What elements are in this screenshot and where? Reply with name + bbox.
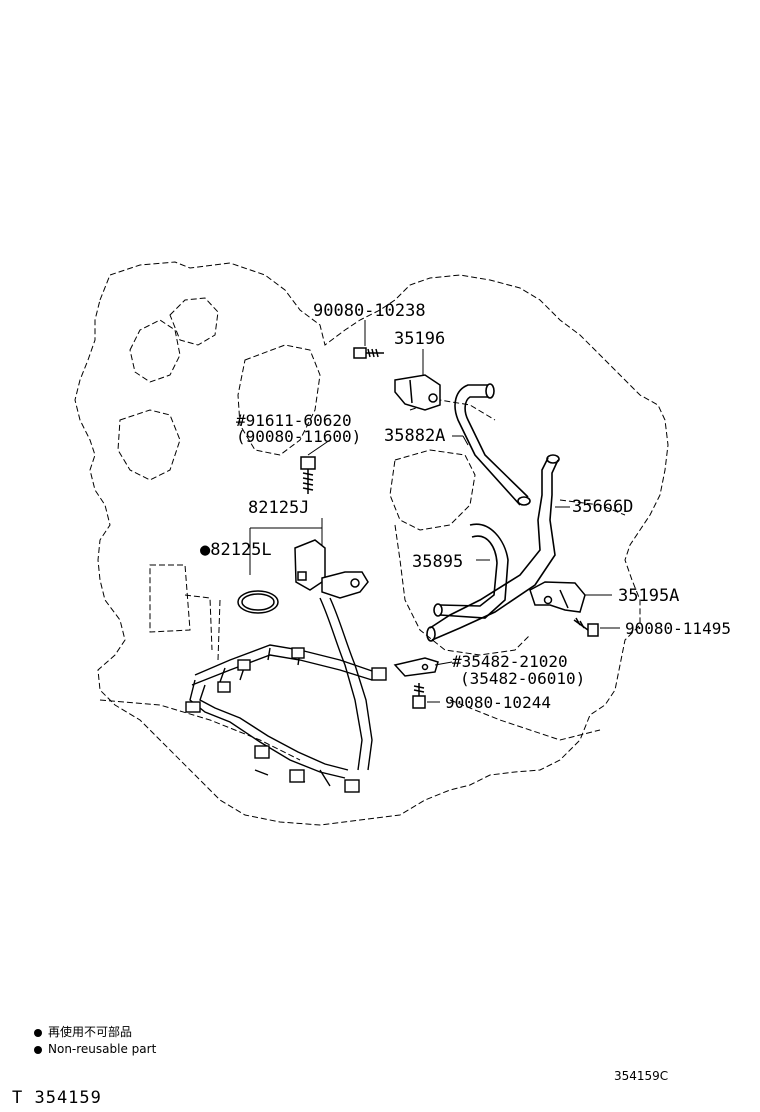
- bolt-91611-60620: [300, 456, 316, 494]
- o-ring-82125l: [237, 590, 279, 614]
- sensor-82125j: [294, 539, 369, 599]
- part-label-82125j: 82125J: [248, 498, 309, 518]
- part-label-35882a: 35882A: [384, 426, 445, 446]
- bolt-90080-10238: [353, 347, 384, 359]
- part-label-90080-11600: (90080-11600): [236, 427, 361, 446]
- transmission-case-outline: [74, 261, 669, 826]
- part-label-35196: 35196: [394, 329, 445, 349]
- legend-text-jp: 再使用不可部品: [48, 1025, 133, 1039]
- bullet-icon: [34, 1028, 42, 1037]
- legend-row-en: Non-reusable part: [34, 1042, 156, 1056]
- part-label-35482-21020: #35482-21020: [452, 652, 568, 671]
- harness-connectors: [185, 647, 387, 793]
- part-label-82125l: ●82125L: [200, 540, 272, 560]
- bracket-35196: [394, 374, 441, 411]
- part-label-90080-10238: 90080-10238: [313, 301, 426, 321]
- illustration-number: T 354159: [12, 1088, 102, 1108]
- bolt-90080-10244: [412, 683, 426, 709]
- leader-lines: [249, 320, 620, 703]
- legend-row-jp: 再使用不可部品: [34, 1023, 132, 1040]
- clamp-35482-21020: [393, 657, 439, 677]
- part-label-90080-10244: 90080-10244: [445, 693, 551, 712]
- part-label-90080-11495: 90080-11495: [625, 619, 731, 638]
- bracket-35195a: [529, 581, 586, 613]
- hose-35666d: [426, 454, 560, 642]
- wire-harness: [189, 597, 376, 787]
- hose-35895: [433, 523, 509, 619]
- part-label-35195a: 35195A: [618, 586, 679, 606]
- bullet-icon: [34, 1045, 42, 1054]
- part-label-35895: 35895: [412, 552, 463, 572]
- legend-text-en: Non-reusable part: [48, 1042, 157, 1056]
- part-label-35482-06010: (35482-06010): [460, 669, 585, 688]
- figure-code: 354159C: [614, 1069, 669, 1083]
- part-label-91611-60620: #91611-60620: [236, 411, 352, 430]
- bolt-90080-11495: [573, 617, 599, 637]
- part-label-35666d: 35666D: [572, 497, 633, 517]
- hose-35882a: [454, 383, 531, 506]
